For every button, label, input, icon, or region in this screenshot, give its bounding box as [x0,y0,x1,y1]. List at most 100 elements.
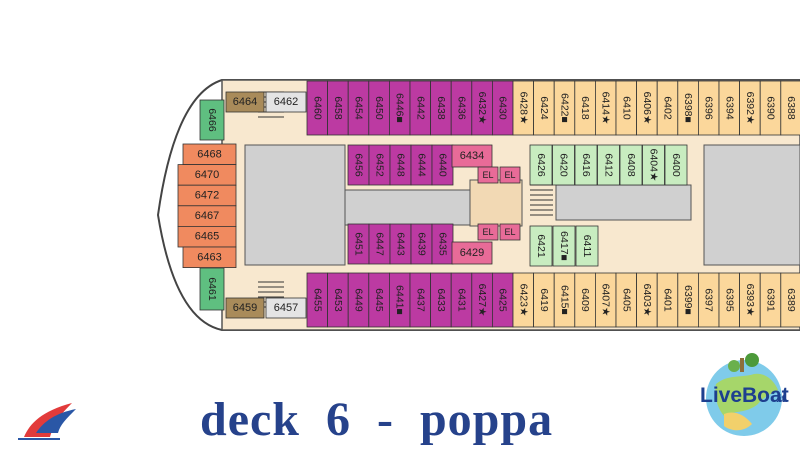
cabin-6434[interactable]: 6434 [451,144,493,168]
cabin-6411[interactable]: 6411 [575,225,599,267]
cabin-6416[interactable]: 6416 [574,144,598,186]
cabin-6433[interactable]: 6433 [430,272,452,328]
cabin-6442[interactable]: 6442 [409,80,432,136]
cabin-6420[interactable]: 6420 [552,144,575,186]
cabin-6461[interactable]: 6461 [199,267,225,311]
cabin-6460[interactable]: 6460 [306,80,329,136]
cabin-6436[interactable]: 6436 [450,80,473,136]
cabin-6450[interactable]: 6450 [368,80,390,136]
cabin-6406[interactable]: 6406★ [636,80,658,136]
cabin-6390[interactable]: 6390 [759,80,782,136]
cabin-6453[interactable]: 6453 [327,272,349,328]
cabin-6463[interactable]: 6463 [182,246,237,269]
cabin-6438[interactable]: 6438 [430,80,452,136]
liveboat-logo-suffix: .it [776,394,786,405]
cabin-number: 6412 [603,153,615,177]
cabin-6394[interactable]: 6394 [718,80,741,136]
cabin-6422[interactable]: 6422■ [553,80,576,136]
cabin-6410[interactable]: 6410 [615,80,638,136]
cabin-6418[interactable]: 6418 [574,80,596,136]
cabin-6439[interactable]: 6439 [410,223,433,265]
cabin-6399[interactable]: 6399■ [677,272,699,328]
cabin-number: 6394 [723,96,735,120]
cabin-6428[interactable]: 6428★ [512,80,535,136]
elevator[interactable]: EL [499,223,521,241]
cabin-6440[interactable]: 6440 [431,144,454,186]
cabin-6404[interactable]: 6404★ [642,144,665,186]
cabin-6454[interactable]: 6454 [347,80,370,136]
cabin-6402[interactable]: 6402 [656,80,679,136]
elevator-label: EL [504,227,515,237]
cabin-6449[interactable]: 6449 [347,272,370,328]
cabin-number: 6423★ [517,284,529,317]
cabin-6391[interactable]: 6391 [759,272,782,328]
cabin-6427[interactable]: 6427★ [471,272,493,328]
cabin-6451[interactable]: 6451 [347,223,370,265]
cabin-6441[interactable]: 6441■ [388,272,411,328]
cabin-6407[interactable]: 6407★ [595,272,617,328]
cabin-6408[interactable]: 6408 [619,144,643,186]
cabin-6421[interactable]: 6421 [529,225,553,267]
cabin-6452[interactable]: 6452 [368,144,391,186]
cabin-6447[interactable]: 6447 [368,223,391,265]
cabin-6429[interactable]: 6429 [451,241,493,265]
cabin-6401[interactable]: 6401 [656,272,679,328]
cabin-6430[interactable]: 6430 [491,80,514,136]
cabin-6467[interactable]: 6467 [177,205,237,227]
cabin-6426[interactable]: 6426 [529,144,553,186]
cabin-6389[interactable]: 6389 [780,272,800,328]
cabin-6396[interactable]: 6396 [698,80,720,136]
cabin-number: 6451 [353,232,365,256]
cabin-6435[interactable]: 6435 [431,223,454,265]
cabin-6432[interactable]: 6432★ [471,80,493,136]
cabin-6423[interactable]: 6423★ [512,272,535,328]
cabin-6409[interactable]: 6409 [574,272,596,328]
cabin-number: 6420 [558,153,570,177]
elevator[interactable]: EL [477,223,499,241]
cabin-6405[interactable]: 6405 [615,272,638,328]
cabin-6431[interactable]: 6431 [450,272,473,328]
cabin-number: 6430 [497,96,509,120]
cabin-6388[interactable]: 6388 [780,80,800,136]
cabin-6444[interactable]: 6444 [410,144,433,186]
cabin-6445[interactable]: 6445 [368,272,390,328]
cabin-6393[interactable]: 6393★ [739,272,761,328]
elevator[interactable]: EL [499,166,521,184]
cabin-6448[interactable]: 6448 [389,144,412,186]
cabin-6465[interactable]: 6465 [177,225,237,248]
cabin-number: 6464 [233,96,257,108]
cabin-number: 6397 [703,288,715,312]
cabin-6464[interactable]: 6464 [225,91,265,113]
cabin-number: 6455 [311,288,323,312]
cabin-6446[interactable]: 6446■ [388,80,411,136]
cabin-6466[interactable]: 6466 [199,99,225,141]
cabin-number: 6416 [580,153,592,177]
cabin-6458[interactable]: 6458 [327,80,349,136]
cabin-6425[interactable]: 6425 [491,272,514,328]
cabin-6443[interactable]: 6443 [389,223,412,265]
cabin-6417[interactable]: 6417■ [552,225,576,267]
cabin-6470[interactable]: 6470 [177,164,237,186]
cabin-6459[interactable]: 6459 [225,297,265,319]
cabin-6468[interactable]: 6468 [182,143,237,166]
cabin-6457[interactable]: 6457 [265,297,307,319]
cabin-number: 6436 [456,96,468,120]
cabin-6462[interactable]: 6462 [265,91,307,113]
elevator[interactable]: EL [477,166,499,184]
cabin-6414[interactable]: 6414★ [595,80,617,136]
cabin-6392[interactable]: 6392★ [739,80,761,136]
cabin-number: 6418 [579,96,591,120]
cabin-6415[interactable]: 6415■ [553,272,576,328]
cabin-6455[interactable]: 6455 [306,272,329,328]
cabin-6398[interactable]: 6398■ [677,80,699,136]
cabin-6400[interactable]: 6400 [664,144,688,186]
cabin-6412[interactable]: 6412 [597,144,620,186]
cabin-6424[interactable]: 6424 [533,80,555,136]
cabin-6419[interactable]: 6419 [533,272,555,328]
cabin-6397[interactable]: 6397 [698,272,720,328]
cabin-6456[interactable]: 6456 [347,144,370,186]
cabin-6395[interactable]: 6395 [718,272,741,328]
cabin-6437[interactable]: 6437 [409,272,432,328]
cabin-6403[interactable]: 6403★ [636,272,658,328]
cabin-6472[interactable]: 6472 [177,184,237,207]
